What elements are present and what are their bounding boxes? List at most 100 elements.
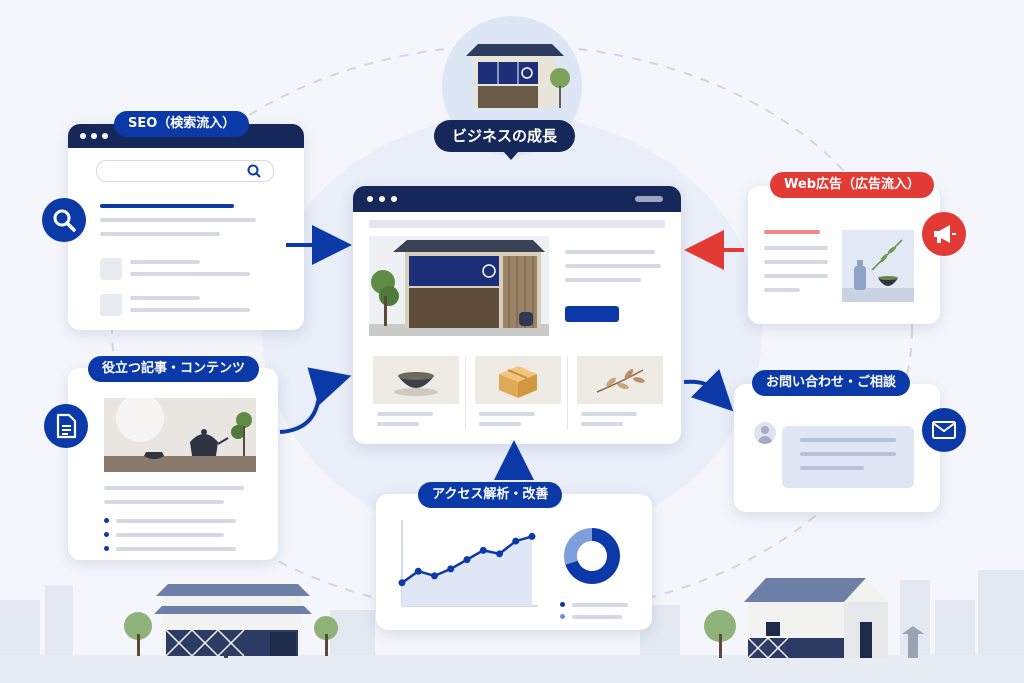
- seo-badge: [42, 198, 86, 242]
- user-avatar: [754, 422, 776, 444]
- product-text-line: [581, 422, 623, 426]
- site-to-contact-arrow: [683, 368, 734, 412]
- analytics-label: アクセス解析・改善: [418, 482, 563, 508]
- hero-text-line: [565, 278, 641, 282]
- search-result-line: [130, 296, 200, 300]
- search-result-line: [130, 260, 200, 264]
- donut-segment: [564, 528, 592, 565]
- legend-line: [572, 615, 622, 619]
- window-dot: [391, 196, 397, 202]
- product-text-line: [581, 412, 637, 416]
- tile-divider: [465, 356, 466, 430]
- message-bubble: [782, 426, 914, 488]
- ad-text-line: [764, 260, 828, 264]
- chart-area: [402, 536, 532, 606]
- ads-label: Web広告（広告流入）: [770, 172, 934, 198]
- article-text-line: [116, 519, 236, 523]
- city-skyline: [0, 570, 1024, 660]
- message-text-line: [800, 452, 896, 456]
- bullet-dot: [104, 546, 109, 551]
- chart-point: [479, 546, 487, 554]
- article-text-line: [116, 547, 236, 551]
- product-tile[interactable]: [471, 356, 561, 430]
- legend-dot: [560, 602, 565, 607]
- window-dot: [102, 133, 108, 139]
- parcel-box-image: [475, 356, 561, 404]
- hero-cta-button[interactable]: [565, 306, 619, 322]
- hub-label-pointer: [503, 151, 519, 160]
- envelope-icon: [932, 421, 956, 439]
- hub-label: ビジネスの成長: [434, 120, 576, 152]
- window-dot: [379, 196, 385, 202]
- right-warehouse: [704, 578, 924, 659]
- ad-text-line: [764, 288, 800, 292]
- tea-bowl-image: [373, 356, 459, 404]
- article-text-line: [104, 486, 244, 490]
- window-dot: [91, 133, 97, 139]
- ad-headline-line: [764, 230, 820, 234]
- bullet-dot: [104, 518, 109, 523]
- ads-card: [748, 186, 940, 324]
- analytics-card: [376, 494, 652, 630]
- product-tile[interactable]: [573, 356, 663, 430]
- ad-product-image: [842, 230, 914, 302]
- chart-point: [512, 537, 520, 545]
- product-tile[interactable]: [369, 356, 459, 430]
- left-townhouse: [124, 584, 338, 658]
- chart-point: [398, 579, 406, 587]
- article-text-line: [116, 533, 224, 537]
- website-window: [353, 186, 681, 444]
- search-result-line: [130, 272, 250, 276]
- legend-line: [572, 603, 628, 607]
- ad-text-line: [764, 246, 828, 250]
- message-text-line: [800, 466, 864, 470]
- window-dot: [367, 196, 373, 202]
- hero-image: [369, 236, 549, 336]
- search-input[interactable]: [96, 160, 274, 182]
- window-bar-pill: [635, 196, 663, 202]
- avatar-head: [761, 426, 769, 434]
- ground: [0, 655, 1024, 683]
- article-text-line: [104, 500, 224, 504]
- chart-point: [447, 565, 455, 573]
- article-image: [104, 398, 256, 472]
- dried-leaves-image: [577, 356, 663, 404]
- tile-divider: [567, 356, 568, 430]
- product-text-line: [479, 422, 521, 426]
- bullet-dot: [104, 532, 109, 537]
- product-text-line: [479, 412, 535, 416]
- chart-point: [496, 550, 503, 558]
- window-titlebar: [353, 186, 681, 212]
- content-to-site-arrow: [279, 367, 352, 434]
- search-result-thumb: [100, 294, 122, 316]
- seo-label: SEO（検索流入）: [114, 111, 250, 137]
- contact-badge: [922, 408, 966, 452]
- chart-point: [528, 532, 536, 540]
- seo-card: [68, 124, 304, 330]
- stone-lantern: [908, 634, 918, 658]
- hero-text-line: [565, 264, 661, 268]
- chart-point: [431, 572, 438, 580]
- growth-line-chart: [398, 520, 538, 607]
- address-bar: [369, 220, 665, 228]
- donut-segment: [565, 528, 620, 584]
- chart-point: [414, 567, 422, 575]
- donut-chart: [564, 528, 620, 584]
- search-result-line: [100, 232, 220, 236]
- search-result-thumb: [100, 258, 122, 280]
- message-text-line: [800, 438, 896, 442]
- contact-card: [734, 384, 940, 512]
- product-text-line: [377, 412, 433, 416]
- document-icon: [56, 413, 77, 439]
- avatar-body: [758, 436, 772, 444]
- ad-text-line: [764, 274, 828, 278]
- content-card: [68, 368, 278, 560]
- ads-badge: [922, 212, 966, 256]
- legend-dot: [560, 614, 565, 619]
- search-result-title: [100, 204, 234, 208]
- search-result-line: [100, 218, 256, 222]
- window-dot: [80, 133, 86, 139]
- search-result-line: [130, 308, 250, 312]
- search-icon[interactable]: [246, 163, 262, 179]
